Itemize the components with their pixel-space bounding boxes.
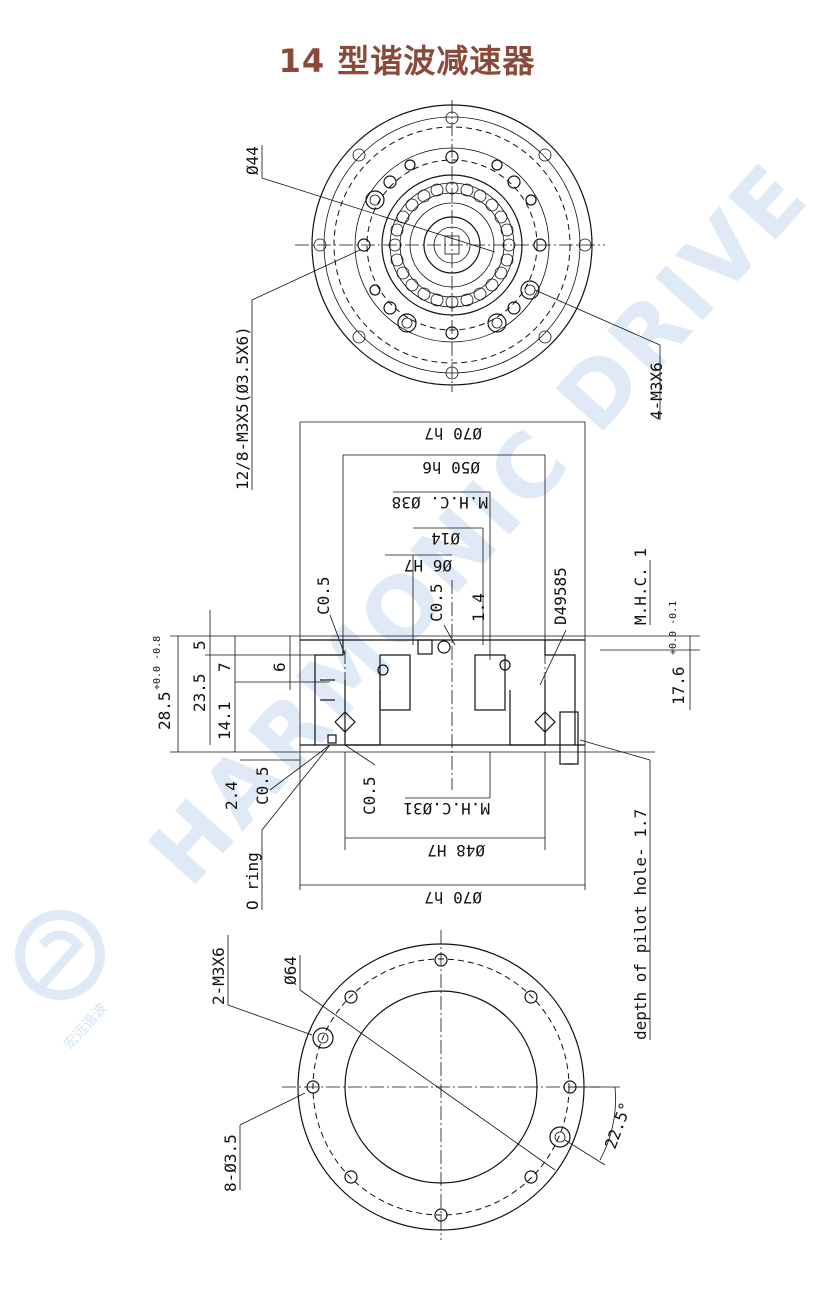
dim-h141: 14.1 [215, 701, 234, 740]
top-view: Ø44 12/8-M3X5(Ø3.5X6) 4-M3X6 [233, 100, 666, 490]
dim-d70-top: Ø70 h7 [424, 424, 482, 443]
label-pilot: depth of pilot hole- 1.7 [631, 809, 650, 1040]
watermark-logo-icon [15, 910, 105, 1000]
dim-h5: 5 [190, 640, 209, 650]
dim-c05-c: C0.5 [253, 766, 272, 805]
dim-h235: 23.5 [190, 673, 209, 712]
dim-h176: 17.6 [669, 666, 688, 705]
label-tapped-holes: 12/8-M3X5(Ø3.5X6) [233, 326, 252, 490]
dim-c05-a: C0.5 [314, 576, 333, 615]
top-outer-circle [311, 104, 593, 386]
label-holes8: 8-Ø3.5 [221, 1134, 240, 1192]
dim-h24: 2.4 [222, 781, 241, 810]
label-dia64: Ø64 [281, 956, 300, 985]
dim-c05-b: C0.5 [427, 583, 446, 622]
dim-mhc38: M.H.C. Ø38 [392, 493, 488, 512]
dim-d48: Ø48 H7 [427, 841, 485, 860]
label-angle: 22.5° [601, 1100, 635, 1152]
dim-mhc31: M.H.C.Ø31 [403, 799, 490, 818]
dim-d6: Ø6 H7 [404, 556, 452, 575]
label-m3x6-top: 4-M3X6 [647, 362, 666, 420]
bottom-holes [306, 953, 577, 1222]
dim-d14: Ø14 [431, 529, 460, 548]
section-body [170, 580, 700, 790]
dim-d50: Ø50 h6 [422, 458, 480, 477]
page-title: 14 型谐波减速器 [278, 42, 536, 80]
dim-c05-d: C0.5 [360, 776, 379, 815]
bottom-view: 2-M3X6 Ø64 8-Ø3.5 22.5° [209, 930, 635, 1240]
label-dia44: Ø44 [243, 146, 262, 175]
dim-h176-tol: +0.0 -0.1 [668, 601, 679, 655]
dim-h6: 6 [270, 662, 289, 672]
dim-h285: 28.5 [155, 691, 174, 730]
label-m3x6-bottom: 2-M3X6 [209, 947, 228, 1005]
dim-d70-bot: Ø70 h7 [424, 888, 482, 907]
dim-v14: 1.4 [469, 593, 488, 622]
dim-h7: 7 [215, 662, 234, 672]
top-holes [313, 111, 592, 380]
watermark-logo-text: 宏远谐波 [61, 1000, 110, 1052]
bearing-balls [388, 181, 516, 309]
watermark: HARMONIC DRIVE 宏远谐波 [15, 143, 814, 1053]
label-part: D49585 [551, 567, 570, 625]
label-oring: O ring [243, 852, 262, 910]
dim-h285-tol: +0.0 -0.8 [152, 636, 163, 690]
label-mhc1: M.H.C. 1 [631, 548, 650, 625]
section-view: Ø70 h7 Ø50 h6 M.H.C. Ø38 Ø14 Ø6 H7 [152, 421, 700, 1040]
